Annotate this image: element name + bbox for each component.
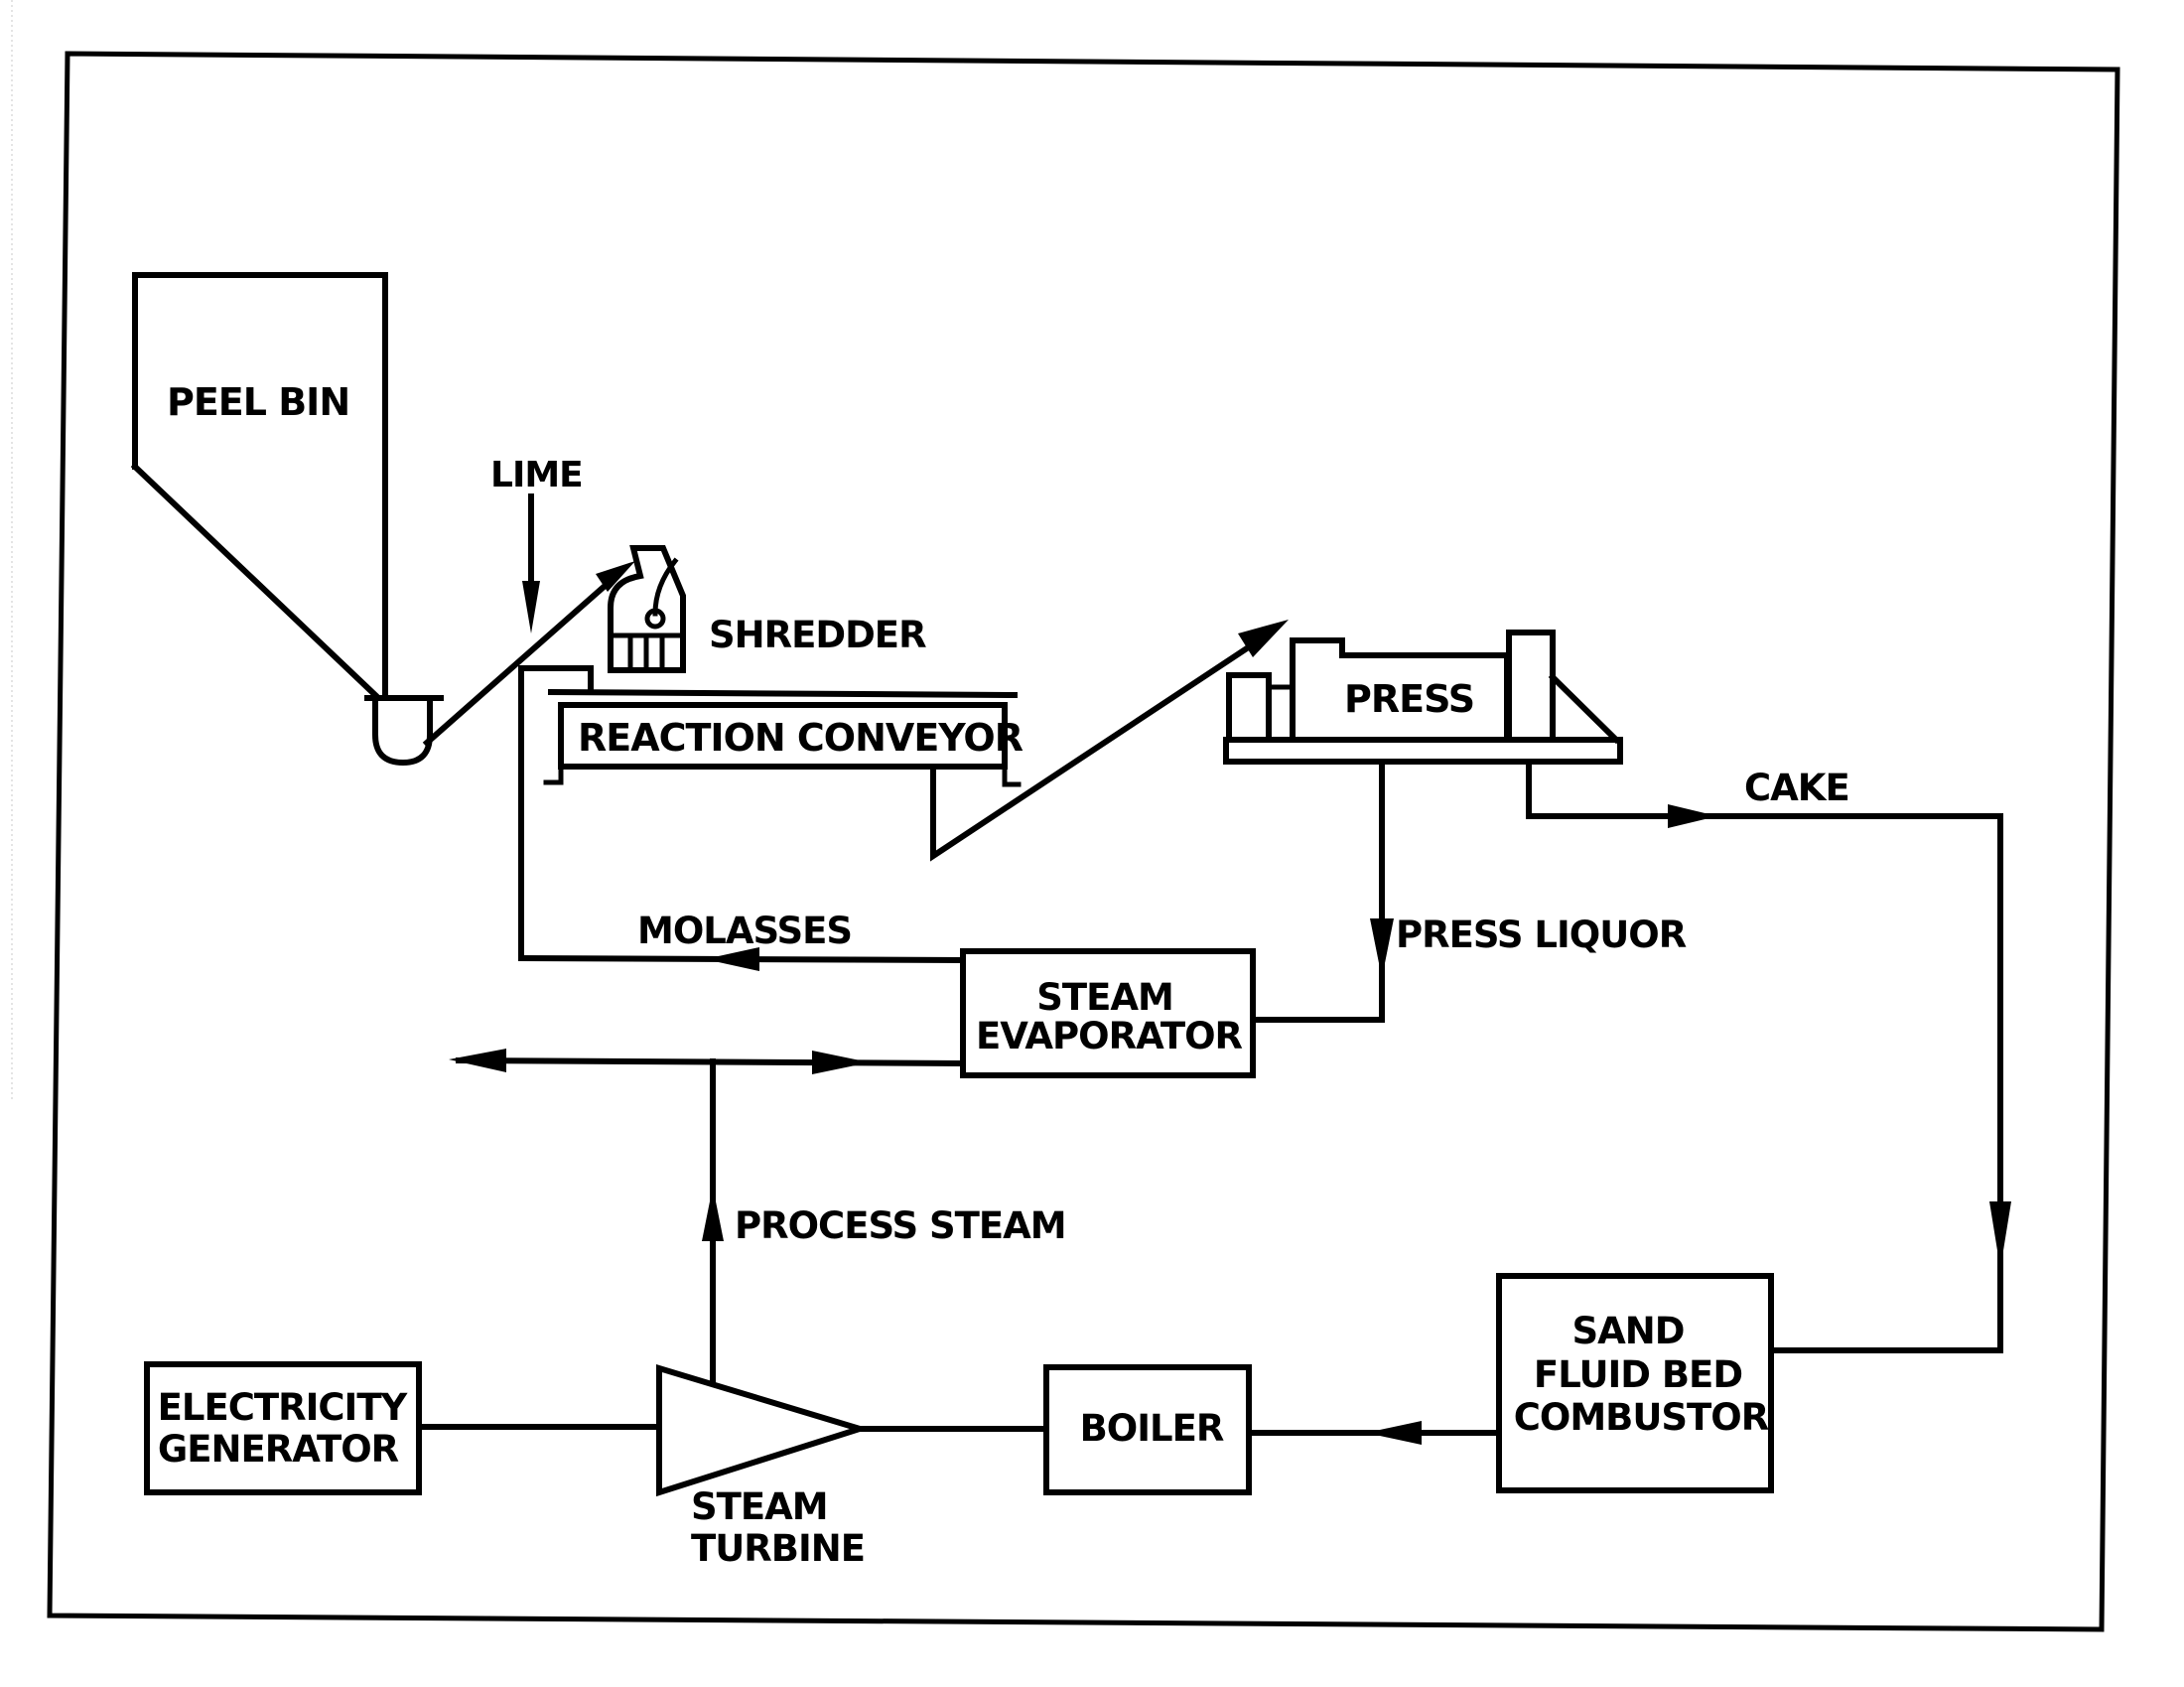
press-label: PRESS [1344,677,1474,721]
electricity-generator: ELECTRICITY GENERATOR [144,1361,422,1495]
press-base [1223,737,1623,765]
press-liquor-arrow-head [1370,918,1394,978]
conveyor-body [558,702,1008,770]
molasses-label: MOLASSES [637,910,852,952]
boiler-label: BOILER [1080,1407,1224,1450]
press-discharge-chute [1548,672,1621,745]
conveyor-top-rail [547,688,1019,699]
lime-arrow-head [522,581,540,633]
reaction-conveyor: REACTION CONVEYOR [518,665,1024,961]
steam-to-evaporator-arrow-head [812,1051,870,1074]
arrow-head [596,561,635,592]
molasses-flow: MOLASSES [517,910,967,971]
steam-evaporator-label-line1: STEAM [1036,976,1173,1019]
shredder-rotor-icon [644,608,666,630]
arrow-head [1238,620,1289,657]
combustor-box [1496,1273,1774,1493]
cake-line [1526,759,2003,1353]
boiler: BOILER [1043,1364,1252,1495]
conveyor-left-leg [543,764,564,785]
steam-turbine-label-line1: STEAM [691,1485,828,1528]
feeder-cup [364,695,444,767]
steam-evaporator-label-line2: EVAPORATOR [976,1015,1243,1057]
generator-label-line2: GENERATOR [158,1428,399,1471]
feed-line [422,576,615,748]
steam-turbine-label-line2: TURBINE [691,1527,865,1570]
press-end-block [1506,630,1556,743]
conveyor-to-press-flow [930,620,1289,862]
press-liquor-flow: PRESS LIQUOR [1250,759,1688,1023]
process-steam-label: PROCESS STEAM [735,1204,1066,1247]
cake-arrow-head [1668,804,1717,828]
feed-to-shredder-flow [422,561,635,748]
shredder: SHREDDER [608,545,927,673]
molasses-return-line [518,665,594,961]
cake-flow: CAKE [1526,759,2011,1353]
peel-bin-slope [130,462,380,700]
generator-box [144,1361,422,1495]
peel-bin-outline [132,272,388,698]
molasses-arrow-head [705,947,759,971]
process-steam-arrow-head [702,1187,724,1241]
peel-bin: PEEL BIN [130,272,388,700]
lime-label: LIME [490,455,583,495]
cake-label: CAKE [1744,767,1849,809]
combustor-label-line3: COMBUSTOR [1514,1396,1769,1439]
press: PRESS [1223,630,1623,765]
shredder-arm [652,557,679,617]
peel-bin-label: PEEL BIN [167,380,349,424]
conveyor-discharge-line [930,635,1264,862]
press-liquor-line [1250,759,1385,1023]
combustor-label-line1: SAND [1572,1310,1685,1352]
steam-evaporator-box [960,948,1256,1078]
lime-input: LIME [490,455,584,633]
process-steam-flow: PROCESS STEAM [449,1049,1067,1383]
generator-label-line1: ELECTRICITY [158,1386,409,1429]
press-motor [1226,672,1272,743]
combustor-to-boiler-flow [1246,1421,1502,1445]
steam-turbine: STEAM TURBINE [656,1363,871,1570]
sand-fluid-bed-combustor: SAND FLUID BED COMBUSTOR [1496,1273,1774,1493]
steam-export-arrow-head [449,1049,506,1072]
conveyor-right-leg [1002,764,1022,787]
steam-evaporator: STEAM EVAPORATOR [960,948,1256,1078]
arrow-head [1366,1421,1422,1445]
shredder-label: SHREDDER [709,614,926,656]
combustor-inlet-arrow-head [1989,1201,2011,1269]
outer-frame [47,51,2120,1632]
combustor-label-line2: FLUID BED [1534,1353,1742,1396]
steam-turbine-symbol [656,1363,871,1497]
reaction-conveyor-label: REACTION CONVEYOR [578,716,1024,760]
press-liquor-label: PRESS LIQUOR [1396,914,1687,956]
feeder-bowl [372,695,433,767]
